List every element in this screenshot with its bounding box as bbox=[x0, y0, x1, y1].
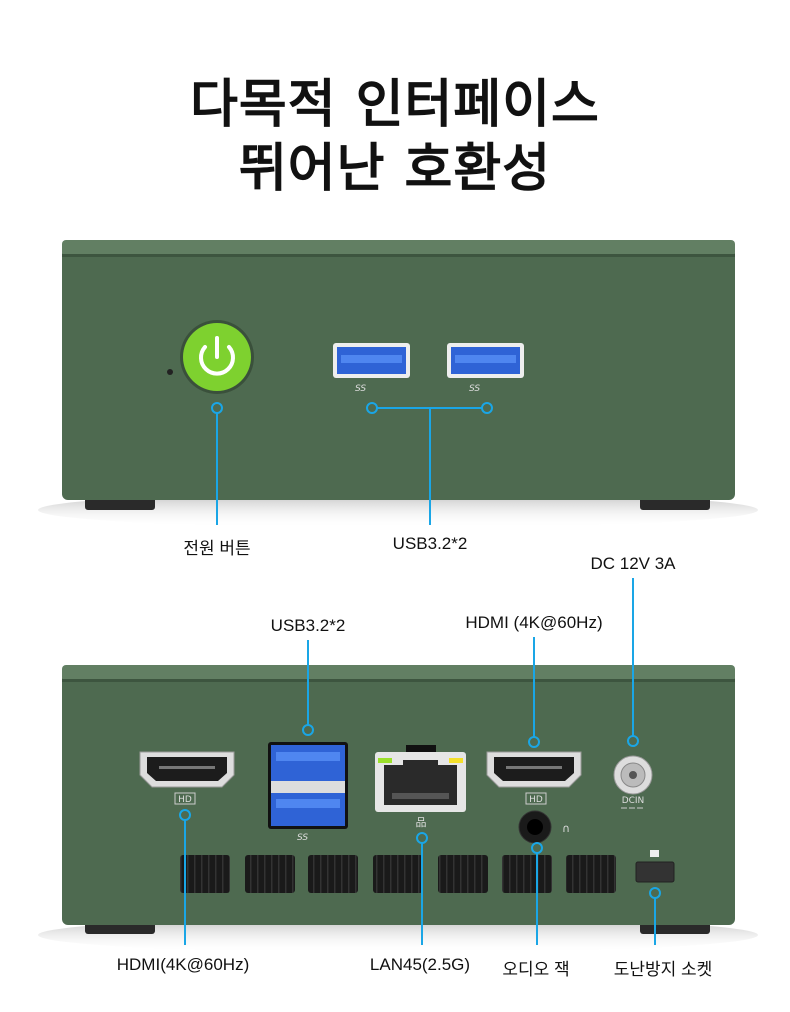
network-icon: 品 bbox=[416, 816, 427, 829]
dc-in-port bbox=[613, 755, 653, 795]
hd-mark: HD bbox=[529, 795, 543, 805]
usb-port-back-stack bbox=[268, 742, 348, 829]
ss-usb-icon: SS bbox=[469, 384, 480, 394]
lan-port bbox=[375, 745, 466, 812]
usb-port-front-1 bbox=[333, 343, 410, 378]
label-usb-front: USB3.2*2 bbox=[392, 534, 468, 553]
back-panel: HD SS 品 HD bbox=[38, 578, 758, 953]
back-callouts bbox=[179, 578, 661, 945]
audio-jack bbox=[518, 810, 552, 844]
power-button[interactable] bbox=[180, 320, 254, 394]
lock-slot bbox=[635, 861, 675, 883]
label-audio-jack: 오디오 잭 bbox=[502, 960, 570, 979]
title-line-2: 뛰어난 호환성 bbox=[238, 139, 552, 199]
hdmi-port-1 bbox=[139, 751, 235, 788]
front-panel: SS SS bbox=[38, 240, 758, 528]
label-lock-slot: 도난방지 소켓 bbox=[613, 960, 713, 979]
led-indicator bbox=[167, 369, 173, 375]
ss-usb-icon: SS bbox=[355, 384, 366, 394]
usb-port-front-2 bbox=[447, 343, 524, 378]
hdmi-port-2 bbox=[486, 751, 582, 788]
headphone-icon: ∩ bbox=[562, 822, 570, 835]
label-lan: LAN45(2.5G) bbox=[369, 955, 471, 974]
lock-icon bbox=[650, 850, 659, 857]
ss-usb-icon: SS bbox=[297, 833, 308, 843]
label-hdmi-2: HDMI (4K@60Hz) bbox=[465, 613, 603, 632]
front-callouts bbox=[211, 402, 493, 525]
title-line-1: 다목적 인터페이스 bbox=[190, 75, 600, 135]
power-icon bbox=[199, 345, 235, 376]
label-usb-back: USB3.2*2 bbox=[270, 616, 346, 635]
hd-mark: HD bbox=[178, 795, 192, 805]
label-dc-in: DC 12V 3A bbox=[590, 554, 676, 573]
label-hdmi-1: HDMI(4K@60Hz) bbox=[116, 955, 250, 974]
label-power-button: 전원 버튼 bbox=[183, 539, 251, 558]
dcin-mark: DCIN bbox=[622, 796, 645, 806]
vents bbox=[180, 855, 616, 893]
